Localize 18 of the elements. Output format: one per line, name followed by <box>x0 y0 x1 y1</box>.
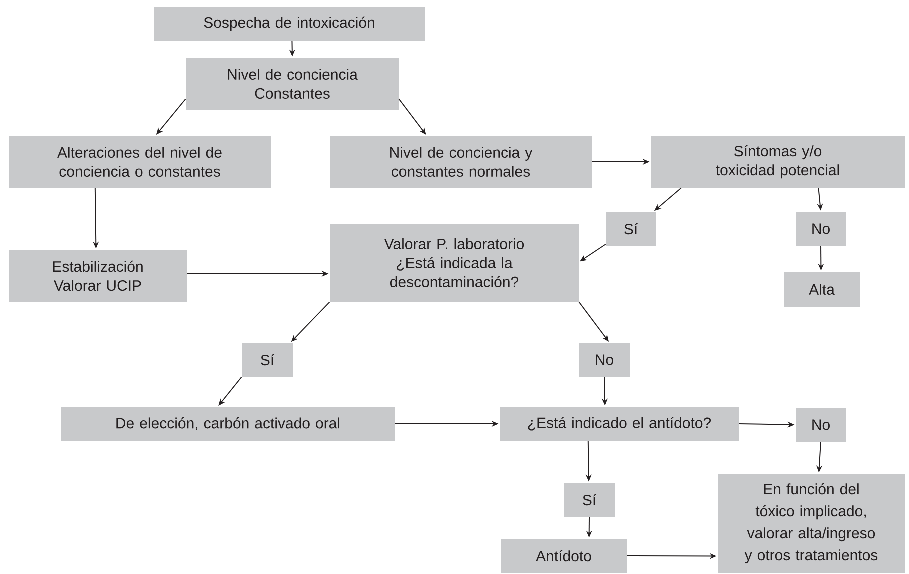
process-box: ¿Está indicado el antídoto? <box>500 407 739 441</box>
answer-box: Sí <box>242 343 293 377</box>
process-box: Valorar P. laboratorio ¿Está indicada la descontaminación? <box>330 224 579 302</box>
process-box: Alteraciones del nivel de conciencia o constantes <box>9 136 271 188</box>
answer-box: Sí <box>564 483 615 517</box>
process-box: Nivel de conciencia y constantes normales <box>330 136 592 188</box>
answer-box: No <box>796 212 846 246</box>
answer-box: Sí <box>606 212 656 246</box>
answer-box: No <box>579 343 630 377</box>
process-box: Alta <box>784 272 860 307</box>
process-box: En función del tóxico implicado, valorar alta/ingreso y otros tratamientos <box>718 474 905 573</box>
process-box: Nivel de conciencia Constantes <box>186 58 399 110</box>
answer-box: No <box>796 408 846 442</box>
process-box: Antídoto <box>501 539 627 573</box>
process-box: Sospecha de intoxicación <box>154 7 425 41</box>
process-box: Estabilización Valorar UCIP <box>9 250 187 302</box>
process-box: De elección, carbón activado oral <box>61 407 395 441</box>
process-box: Síntomas y/o toxicidad potencial <box>651 136 905 188</box>
